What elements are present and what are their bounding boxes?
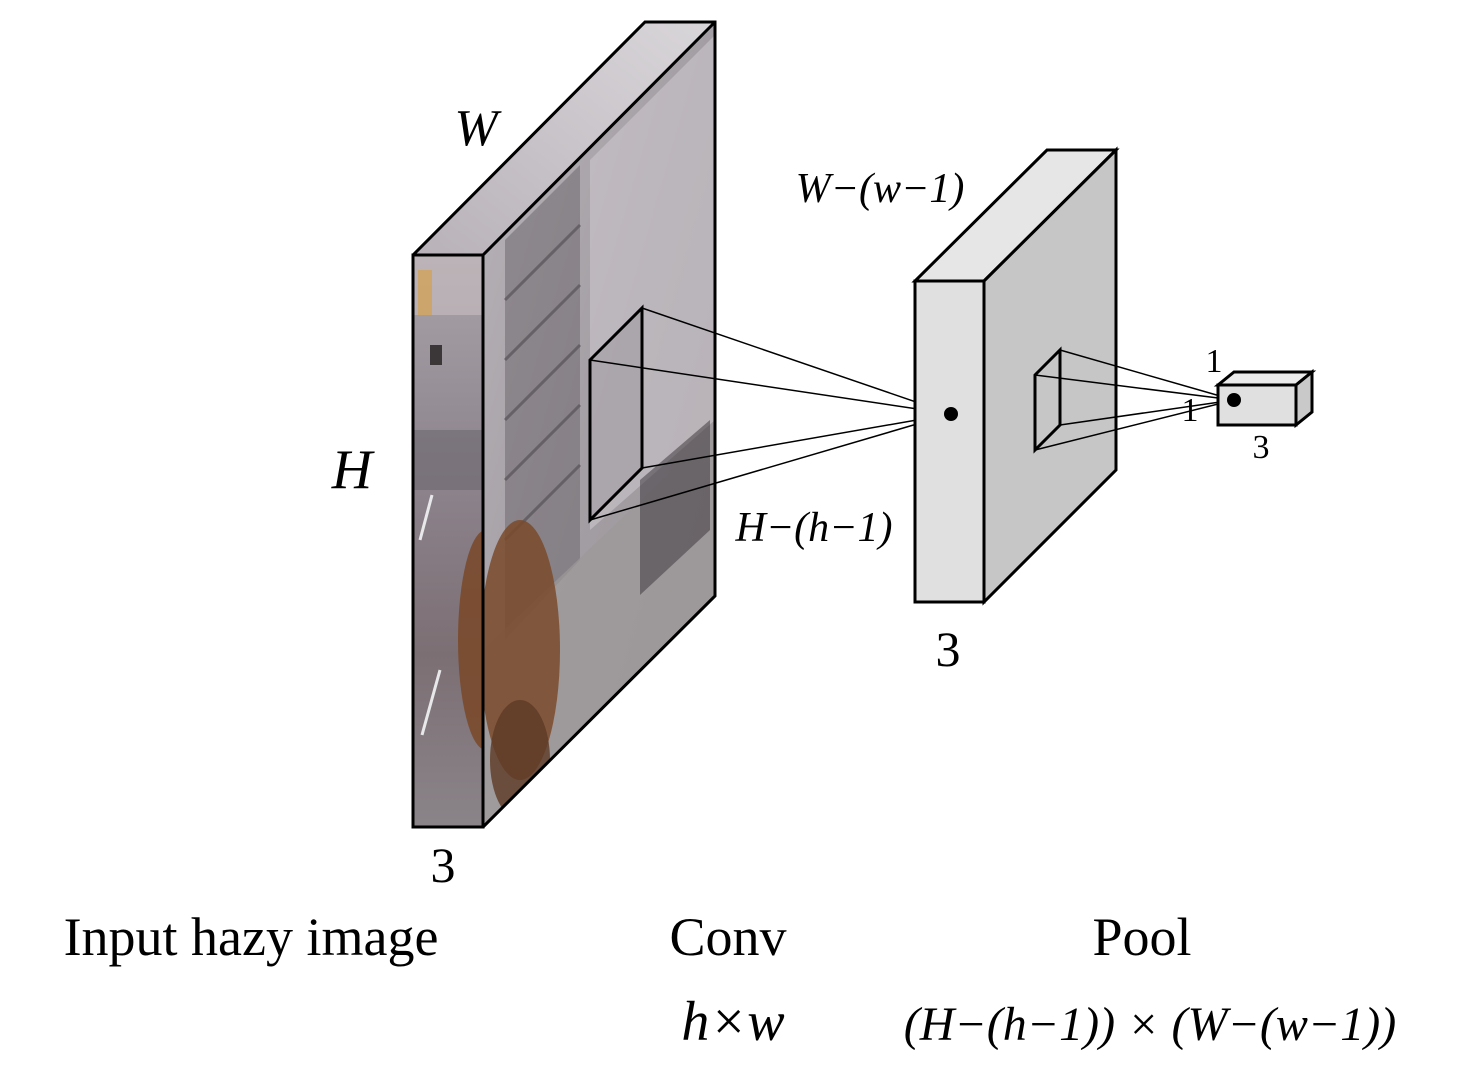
conv-width-label: W−(w−1)	[796, 166, 965, 212]
input-width-label: W	[454, 100, 502, 157]
conv-block	[911, 146, 1120, 606]
pool-block-front-face	[1216, 383, 1298, 427]
input-caption: Input hazy image	[64, 907, 439, 967]
conv-depth-label: 3	[936, 621, 961, 677]
input-height-label: H	[331, 439, 375, 501]
input-block-top-face	[413, 22, 715, 255]
pool-block	[1213, 368, 1317, 429]
conv-caption: Conv	[669, 907, 786, 967]
input-block-side-face	[483, 22, 715, 827]
pool-projection-lines	[1034, 349, 1235, 451]
conv-projection-lines	[589, 307, 952, 521]
pool-height-label: 1	[1182, 392, 1199, 429]
pool-output-point	[1227, 393, 1241, 407]
pool-depth-label: 3	[1253, 429, 1270, 466]
input-image-block	[411, 20, 717, 829]
input-block-front-face	[413, 255, 483, 827]
pool-width-label: 1	[1206, 343, 1223, 380]
pool-caption: Pool	[1092, 907, 1191, 967]
input-depth-label: 3	[431, 837, 456, 893]
conv-output-point	[944, 407, 958, 421]
conv-height-label: H−(h−1)	[735, 505, 893, 551]
pool-kernel-label: (H−(h−1)) × (W−(w−1))	[904, 998, 1397, 1051]
conv-block-front-face	[913, 279, 986, 604]
conv-kernel-label: h×w	[681, 991, 784, 1053]
